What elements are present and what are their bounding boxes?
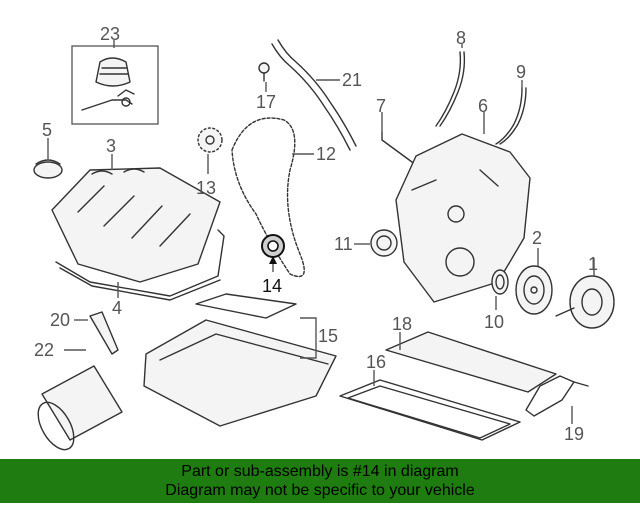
callout-23: 23: [100, 24, 120, 44]
part-13-cam-sprocket: [197, 127, 223, 153]
callout-9: 9: [516, 62, 526, 82]
callout-14: 14: [262, 276, 282, 296]
callout-1: 1: [588, 254, 598, 274]
callout-12: 12: [316, 144, 336, 164]
part-18-windage-tray: [385, 331, 557, 393]
part-11-seal: [370, 229, 398, 257]
callout-21: 21: [342, 70, 362, 90]
part-6-timing-cover: [395, 133, 531, 303]
part-20-sensor: [89, 311, 119, 355]
part-23-ventilation-kit: [71, 45, 159, 125]
callout-3: 3: [106, 136, 116, 156]
callout-5: 5: [42, 120, 52, 140]
part-16-pan-gasket: [339, 379, 521, 441]
part-3-valve-cover: [51, 167, 221, 283]
callout-7: 7: [376, 96, 386, 116]
part-9-cover-gasket: [495, 87, 527, 145]
part-14-chain-tensioner: [261, 234, 285, 272]
callout-16: 16: [366, 352, 386, 372]
part-8-cover-gasket: [435, 51, 466, 127]
callout-17: 17: [256, 92, 276, 112]
callout-6: 6: [478, 96, 488, 116]
callout-4: 4: [112, 298, 122, 318]
part-5-oil-cap: [33, 159, 63, 179]
callout-18: 18: [392, 314, 412, 334]
part-19-oil-pickup: [525, 375, 589, 417]
banner-line-disclaimer: Diagram may not be specific to your vehi…: [165, 482, 475, 499]
engine-parts-diagram: 23 5 3 4 13 17 21 12 14 8 9 7 6 11 2 1 1…: [33, 24, 615, 451]
part-2-pulley: [515, 265, 553, 315]
callout-2: 2: [532, 228, 542, 248]
leader-lines: [47, 40, 595, 424]
part-17-bolt: [258, 62, 270, 82]
part-15-oil-pan: [143, 293, 337, 427]
callout-11: 11: [334, 234, 353, 254]
callout-13: 13: [196, 178, 216, 198]
part-12-timing-chain: [231, 117, 305, 278]
callout-22: 22: [34, 340, 54, 360]
callout-8: 8: [456, 28, 466, 48]
part-10-small-seal: [491, 269, 509, 295]
part-1-damper: [555, 275, 615, 329]
callout-19: 19: [564, 424, 584, 444]
notice-banner: Part or sub-assembly is #14 in diagram D…: [0, 459, 640, 503]
part-22-oil-filter: [37, 365, 123, 451]
callout-15: 15: [318, 326, 338, 346]
part-21-dipstick-tube: [271, 39, 357, 151]
banner-line-part: Part or sub-assembly is #14 in diagram: [181, 463, 459, 480]
callout-20: 20: [50, 310, 70, 330]
callout-10: 10: [484, 312, 504, 332]
part-4-valve-cover-gasket: [55, 229, 225, 301]
